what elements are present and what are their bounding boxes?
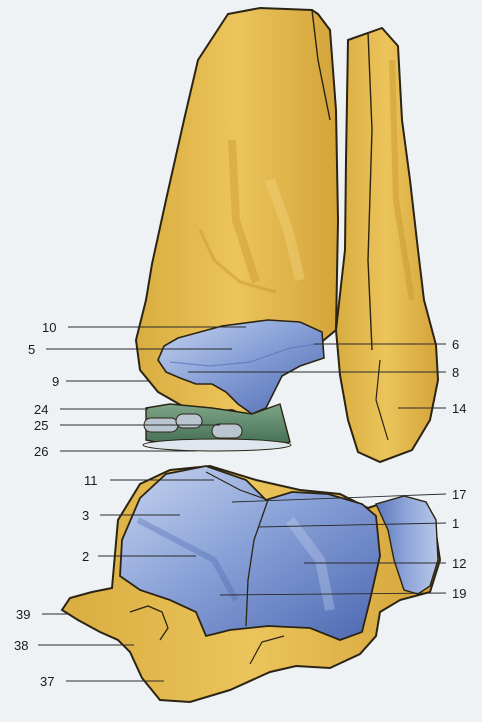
label-6: 6	[452, 337, 459, 352]
label-2: 2	[82, 549, 89, 564]
label-37: 37	[40, 674, 54, 689]
label-38: 38	[14, 638, 28, 653]
label-12: 12	[452, 556, 466, 571]
label-10: 10	[42, 320, 56, 335]
label-26: 26	[34, 444, 48, 459]
label-17: 17	[452, 487, 466, 502]
label-14: 14	[452, 401, 466, 416]
label-5: 5	[28, 342, 35, 357]
label-25: 25	[34, 418, 48, 433]
label-19: 19	[452, 586, 466, 601]
label-3: 3	[82, 508, 89, 523]
fibula	[336, 28, 438, 462]
label-8: 8	[452, 365, 459, 380]
label-39: 39	[16, 607, 30, 622]
label-1: 1	[452, 516, 459, 531]
label-9: 9	[52, 374, 59, 389]
label-24: 24	[34, 402, 48, 417]
ligament-block	[143, 404, 291, 451]
label-11: 11	[84, 473, 98, 488]
